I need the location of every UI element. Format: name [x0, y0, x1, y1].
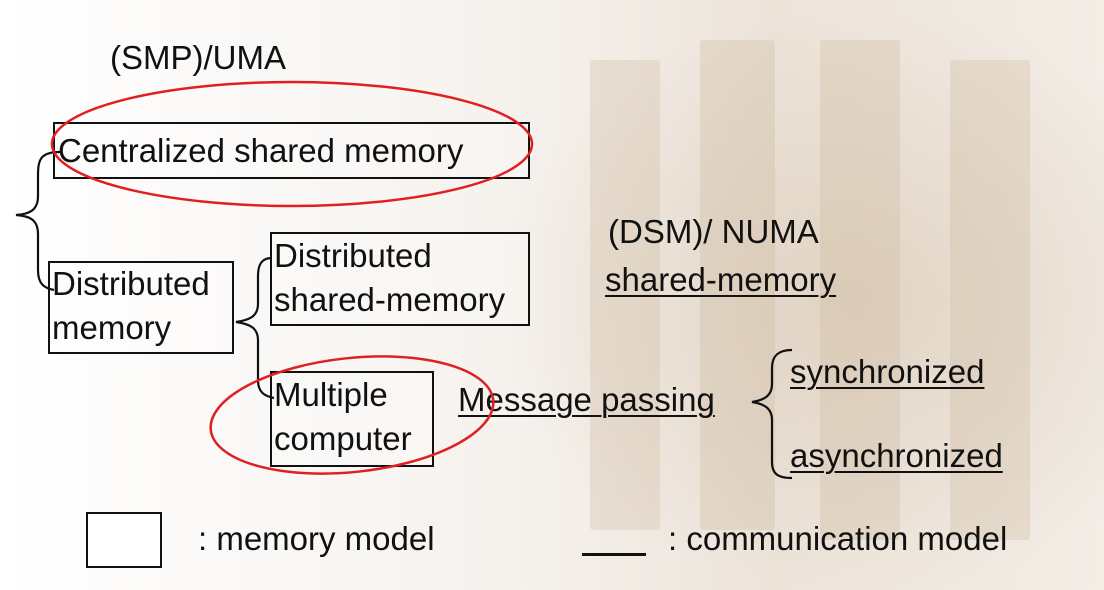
- legend-memory-model-label: : memory model: [198, 520, 435, 557]
- distributed-shared-memory-box: [270, 232, 530, 326]
- centralized-shared-memory-label: Centralized shared memory: [58, 132, 464, 169]
- distributed-shared-memory-label-line1: Distributed: [274, 237, 432, 274]
- asynchronized-label: asynchronized: [790, 437, 1003, 474]
- distributed-memory-label-line1: Distributed: [52, 265, 210, 302]
- message-passing-brace: [751, 348, 793, 480]
- column-shape: [820, 40, 900, 540]
- multiple-computer-label-line1: Multiple: [274, 376, 388, 413]
- multiple-computer-label-line2: computer: [274, 420, 412, 457]
- shared-memory-comm-label: shared-memory: [605, 261, 837, 298]
- column-shape: [590, 60, 660, 530]
- legend-memory-model-box: [86, 512, 162, 568]
- legend-communication-line: [582, 553, 646, 556]
- multiple-computer-box: [270, 371, 434, 467]
- distributed-brace: [235, 256, 275, 400]
- dsm-numa-label: (DSM)/ NUMA: [608, 213, 819, 250]
- synchronized-label: synchronized: [790, 353, 985, 390]
- smp-uma-label: (SMP)/UMA: [110, 39, 286, 76]
- message-passing-label: Message passing: [458, 381, 715, 418]
- distributed-shared-memory-label-line2: shared-memory: [274, 281, 506, 318]
- legend-communication-model-label: : communication model: [668, 520, 1008, 557]
- column-shape: [700, 40, 775, 530]
- main-brace: [15, 150, 61, 292]
- multiple-computer-highlight-ellipse: [209, 355, 495, 475]
- column-shape: [950, 60, 1030, 540]
- distributed-memory-label-line2: memory: [52, 309, 172, 346]
- uma-highlight-ellipse: [50, 80, 534, 208]
- centralized-shared-memory-box: [53, 122, 530, 179]
- distributed-memory-box: [48, 261, 234, 354]
